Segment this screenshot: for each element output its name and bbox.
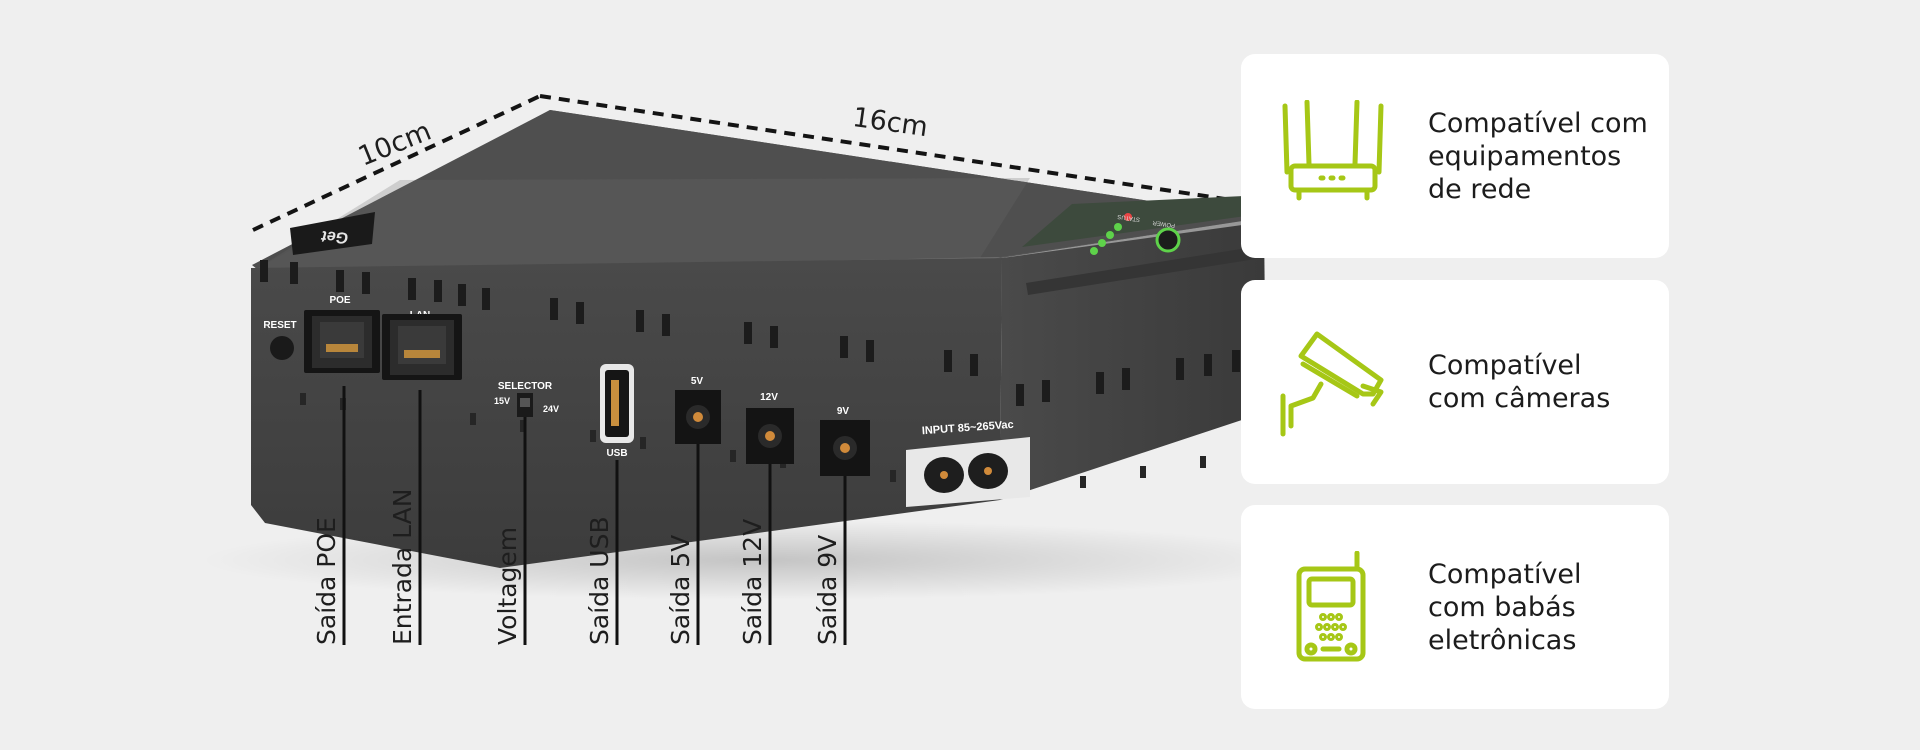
selector-15v-label: 15V	[494, 396, 510, 406]
power-button[interactable]	[1155, 227, 1181, 253]
baby-monitor-icon	[1296, 551, 1366, 662]
length-dimension-label: 16cm	[851, 102, 930, 143]
brand-logo: Get	[320, 227, 348, 246]
length-dimension-line	[539, 94, 1266, 207]
card-network-text: Compatível com equipamentos de rede	[1428, 54, 1658, 258]
usb-port[interactable]	[600, 364, 634, 443]
card-cameras: Compatível com câmeras	[1241, 280, 1669, 484]
usb-label: USB	[606, 448, 627, 459]
status-led	[1124, 213, 1132, 221]
status-led-label: STATUS	[1117, 213, 1140, 222]
led-5v	[1114, 223, 1122, 231]
dc-5v-jack[interactable]	[675, 390, 721, 444]
card-camera-text: Compatível com câmeras	[1428, 280, 1658, 484]
dc-9v-jack[interactable]	[820, 420, 870, 476]
power-label: POWER	[1152, 219, 1176, 228]
poe-port[interactable]	[304, 310, 380, 373]
card-network-equipment: Compatível com equipamentos de rede	[1241, 54, 1669, 258]
callout-entrada-lan: Entrada LAN	[388, 489, 417, 645]
card-line: equipamentos	[1428, 140, 1622, 172]
security-camera-icon	[1280, 331, 1384, 437]
callout-saida-usb: Saída USB	[585, 516, 614, 645]
selector-knob	[520, 398, 530, 407]
callout-saida-9v: Saída 9V	[813, 535, 842, 645]
card-line: eletrônicas	[1428, 624, 1577, 656]
status-panel: STATUS POWER	[1022, 196, 1260, 255]
card-baby-monitors: Compatível com babás eletrônicas	[1241, 505, 1669, 709]
poe-port-label: POE	[329, 295, 350, 306]
callout-saida-poe: Saída POE	[312, 517, 341, 645]
dc-12v-label: 12V	[760, 392, 778, 403]
device-side-face	[1000, 222, 1266, 500]
dc-9v-label: 9V	[837, 406, 850, 417]
lan-port[interactable]	[382, 314, 462, 380]
led-15-24v	[1090, 247, 1098, 255]
callout-lines	[342, 386, 847, 645]
led-9v	[1106, 231, 1114, 239]
router-icon	[1282, 100, 1384, 201]
card-line: com câmeras	[1428, 383, 1611, 414]
width-dimension-line	[252, 94, 541, 232]
card-line: Compatível	[1428, 558, 1582, 590]
selector-24v-label: 24V	[543, 404, 559, 414]
ac-input-socket[interactable]	[906, 437, 1030, 507]
card-line: com babás	[1428, 591, 1576, 623]
callout-voltagem: Voltagem	[493, 527, 522, 645]
led-12v	[1098, 239, 1106, 247]
selector-label: SELECTOR	[498, 381, 553, 392]
brand-logo-plate: Get	[290, 212, 375, 255]
front-vents	[260, 260, 1240, 406]
card-line: Compatível com	[1428, 107, 1648, 139]
callout-saida-5v: Saída 5V	[666, 535, 695, 645]
card-line: de rede	[1428, 173, 1532, 205]
card-baby-text: Compatível com babás eletrônicas	[1428, 505, 1658, 709]
reset-label: RESET	[263, 320, 296, 331]
reset-button[interactable]	[270, 336, 294, 360]
dc-5v-label: 5V	[691, 376, 704, 387]
card-line: Compatível	[1428, 350, 1582, 381]
dc-12v-jack[interactable]	[746, 408, 794, 464]
callout-saida-12v: Saída 12V	[738, 519, 767, 645]
